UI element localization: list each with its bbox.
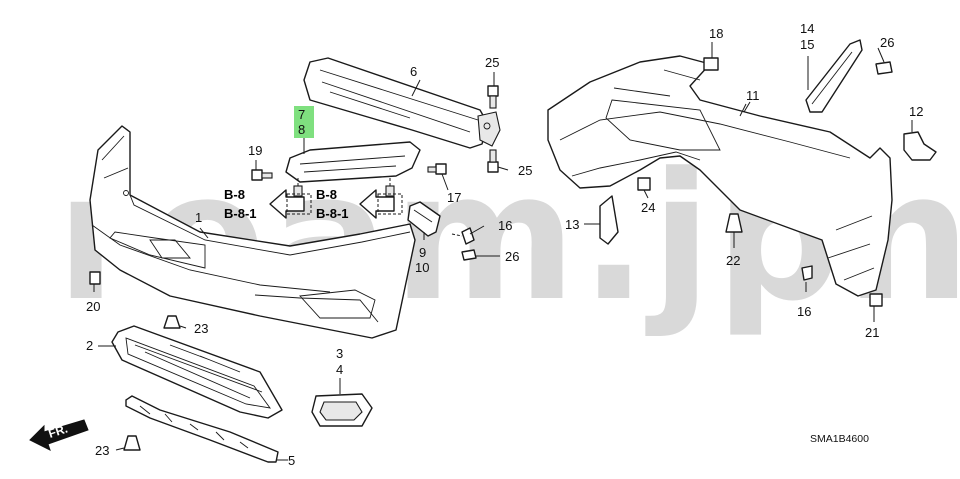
callout-14[interactable]: 14	[800, 21, 814, 36]
front-lower-grille[interactable]	[111, 325, 283, 419]
callout-labels: 1 2 3 4 5 6 7 8 9 10 11 12 13 14 15 16 1…	[86, 21, 923, 468]
callout-5[interactable]: 5	[288, 453, 295, 468]
callout-25-upper[interactable]: 25	[485, 55, 499, 70]
callout-23-upper[interactable]: 23	[194, 321, 208, 336]
callout-2[interactable]: 2	[86, 338, 93, 353]
callout-25-lower[interactable]: 25	[518, 163, 532, 178]
callout-22[interactable]: 22	[726, 253, 740, 268]
callout-16-front[interactable]: 16	[498, 218, 512, 233]
callout-3[interactable]: 3	[336, 346, 343, 361]
callout-11[interactable]: 11	[746, 88, 760, 103]
callout-9[interactable]: 9	[419, 245, 426, 260]
callout-26-front[interactable]: 26	[505, 249, 519, 264]
callout-19[interactable]: 19	[248, 143, 262, 158]
callout-20[interactable]: 20	[86, 299, 100, 314]
diagram-code: SMA1B4600	[810, 433, 869, 445]
rear-bumper-face[interactable]	[547, 55, 893, 297]
callout-10[interactable]: 10	[415, 260, 429, 275]
ref-label-b8-left[interactable]: B-8	[224, 187, 245, 202]
callout-8[interactable]: 8	[298, 122, 305, 137]
front-direction-label: FR.	[47, 422, 70, 441]
fasteners	[89, 57, 893, 451]
front-bumper-face[interactable]	[89, 125, 416, 339]
callout-13[interactable]: 13	[565, 217, 579, 232]
side-bracket[interactable]	[407, 201, 441, 237]
rear-bracket[interactable]	[599, 195, 619, 245]
front-bumper-beam[interactable]	[303, 57, 501, 149]
callout-24[interactable]: 24	[641, 200, 655, 215]
callout-highlight	[294, 106, 314, 138]
callout-7[interactable]: 7	[298, 107, 305, 122]
callout-23-lower[interactable]: 23	[95, 443, 109, 458]
reference-labels: B-8 B-8-1 B-8 B-8-1	[224, 187, 349, 221]
front-lip-spoiler[interactable]	[125, 395, 279, 463]
reference-arrows	[269, 189, 403, 219]
callout-21[interactable]: 21	[865, 325, 879, 340]
callout-26-rear[interactable]: 26	[880, 35, 894, 50]
rear-side-spacer[interactable]	[805, 39, 863, 113]
callout-12[interactable]: 12	[909, 104, 923, 119]
front-direction-arrow: FR.	[29, 419, 89, 451]
ref-label-b8-1-left[interactable]: B-8-1	[224, 206, 257, 221]
fog-light-garnish[interactable]	[311, 393, 373, 427]
front-side-spacer[interactable]	[285, 141, 421, 183]
callout-16-rear[interactable]: 16	[797, 304, 811, 319]
callout-15[interactable]: 15	[800, 37, 814, 52]
callout-17[interactable]: 17	[447, 190, 461, 205]
callout-6[interactable]: 6	[410, 64, 417, 79]
ref-label-b8-right[interactable]: B-8	[316, 187, 337, 202]
callout-18[interactable]: 18	[709, 26, 723, 41]
callout-4[interactable]: 4	[336, 362, 343, 377]
callout-1[interactable]: 1	[195, 210, 202, 225]
ref-label-b8-1-right[interactable]: B-8-1	[316, 206, 349, 221]
side-clip[interactable]	[903, 131, 937, 161]
leader-lines	[93, 42, 913, 461]
